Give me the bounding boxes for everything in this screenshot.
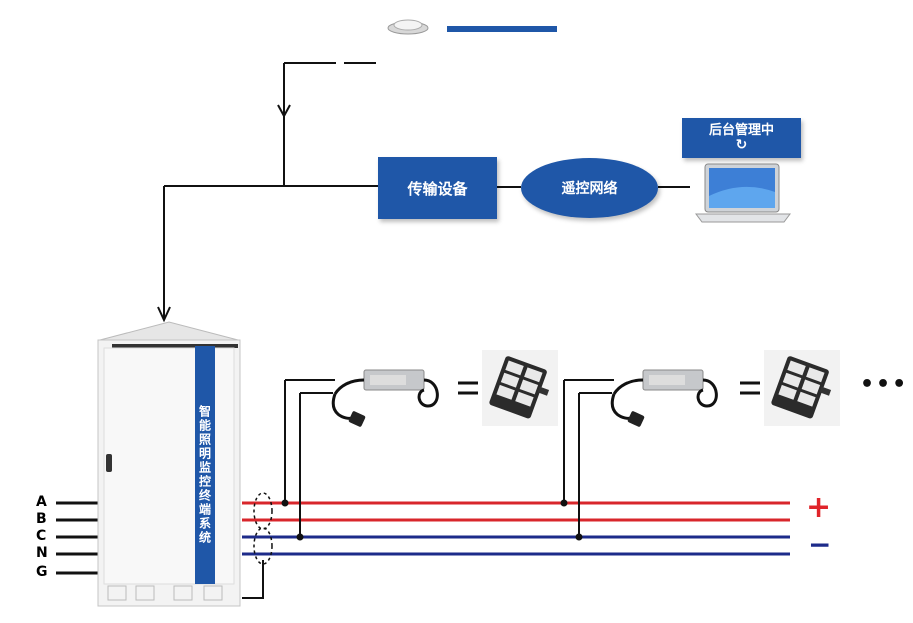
equals-icon-1	[458, 381, 478, 395]
floodlight-icon-2	[764, 350, 840, 426]
cabinet-label-box: 智能照明监控终端系统	[195, 346, 215, 584]
junction-1b	[296, 533, 304, 541]
phase-label-n: N	[36, 545, 48, 561]
equals-icon-2	[740, 381, 760, 395]
more-indicator: •••	[860, 372, 909, 397]
minus-sign: −	[808, 528, 832, 561]
network-ellipse: 遥控网络	[521, 158, 658, 218]
junction-1a	[281, 499, 289, 507]
led-driver-icon-2	[610, 369, 718, 427]
phase-label-b: B	[36, 511, 47, 527]
laptop-icon	[695, 163, 791, 223]
junction-2a	[560, 499, 568, 507]
cabinet-arrow	[157, 306, 171, 323]
junction-2b	[575, 533, 583, 541]
cabinet-label: 智能照明监控终端系统	[197, 405, 212, 545]
signal-arrow	[277, 104, 291, 119]
phase-label-a: A	[36, 494, 47, 510]
transmission-device-box: 传输设备	[378, 157, 497, 219]
antenna-device-icon	[387, 19, 429, 35]
cabinet-icon	[97, 321, 241, 607]
header-bar	[447, 26, 557, 32]
transmission-label: 传输设备	[407, 179, 468, 198]
cable-bundle-top	[253, 492, 273, 530]
phase-label-g: G	[36, 564, 48, 580]
refresh-icon: ↻	[735, 137, 748, 153]
backend-label: 后台管理中	[708, 123, 774, 138]
floodlight-icon-1	[482, 350, 558, 426]
plus-sign: +	[806, 490, 832, 525]
led-driver-icon-1	[331, 369, 439, 427]
ground-return	[242, 560, 264, 599]
phase-label-c: C	[36, 528, 47, 544]
backend-box: 后台管理中 ↻	[682, 118, 801, 158]
network-label: 遥控网络	[561, 181, 618, 197]
cable-bundle-bottom	[253, 527, 273, 565]
